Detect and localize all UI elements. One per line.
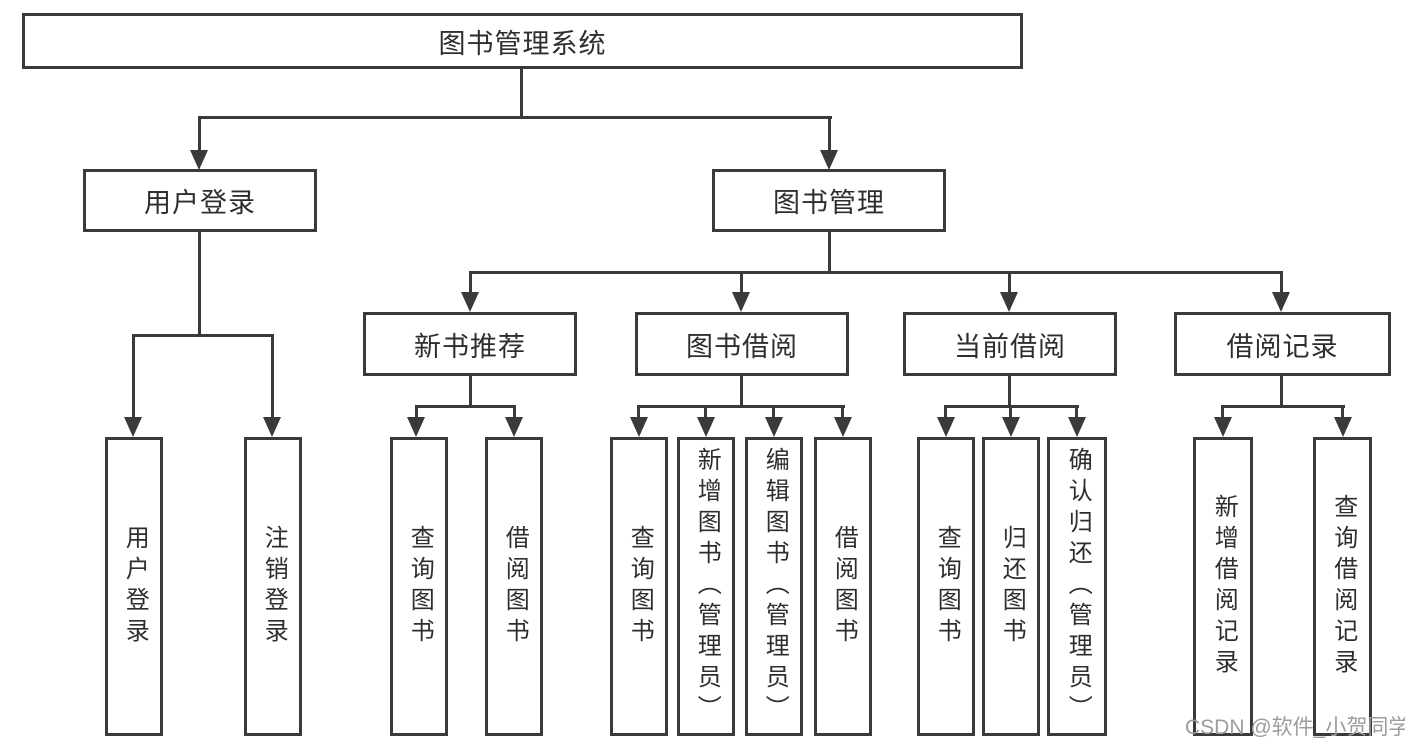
arrowhead-leaf: [1068, 417, 1086, 437]
connector-level2-bar: [198, 116, 832, 119]
connector-section-stem: [740, 376, 743, 408]
connector-section-stem: [1280, 376, 1283, 408]
arrowhead-book-branch: [820, 150, 838, 170]
leaf-current-confirm-admin: 确认归还（管理员）: [1047, 437, 1107, 736]
connector-arrow-shaft: [704, 405, 707, 419]
branch-user-login-node: 用户登录: [83, 169, 317, 232]
connector-level3-bar: [469, 271, 1283, 274]
arrowhead-leaf-logout: [263, 417, 281, 437]
leaf-current-confirm-admin-label: 确认归还（管理员）: [1064, 447, 1092, 726]
leaf-borrow-borrow-label: 借阅图书: [830, 524, 858, 649]
connector-arrow-shaft: [772, 405, 775, 419]
connector-arrow-shaft: [1280, 271, 1283, 294]
leaf-current-return-label: 归还图书: [998, 524, 1026, 649]
arrowhead-leaf: [1214, 417, 1232, 437]
arrowhead-leaf: [1002, 417, 1020, 437]
leaf-user-logout-label: 注销登录: [260, 524, 288, 649]
connector-section-bar: [637, 405, 845, 408]
connector-user-bar: [132, 334, 274, 337]
connector-arrow-shaft: [1221, 405, 1224, 419]
arrowhead-leaf: [697, 417, 715, 437]
leaf-newbooks-query-label: 查询图书: [406, 524, 434, 649]
arrowhead-leaf: [505, 417, 523, 437]
leaf-records-query-label: 查询借阅记录: [1329, 493, 1357, 680]
section-new-books-node: 新书推荐: [363, 312, 577, 376]
arrowhead-leaf-login: [124, 417, 142, 437]
connector-arrow-shaft: [271, 334, 274, 419]
leaf-user-login: 用户登录: [105, 437, 163, 736]
branch-book-mgmt-label: 图书管理: [773, 188, 885, 218]
connector-arrow-shaft: [1008, 271, 1011, 294]
leaf-borrow-borrow: 借阅图书: [814, 437, 872, 736]
root-node-label: 图书管理系统: [438, 28, 607, 59]
leaf-newbooks-query: 查询图书: [390, 437, 448, 736]
arrowhead-section-borrow: [732, 292, 750, 312]
arrowhead-user-branch: [190, 150, 208, 170]
arrowhead-leaf: [630, 417, 648, 437]
arrowhead-leaf: [407, 417, 425, 437]
leaf-borrow-add-admin-label: 新增图书（管理员）: [693, 447, 721, 726]
section-new-books-label: 新书推荐: [414, 331, 526, 362]
leaf-borrow-add-admin: 新增图书（管理员）: [677, 437, 735, 736]
connector-arrow-book-shaft: [828, 116, 831, 152]
leaf-current-query: 查询图书: [917, 437, 975, 736]
connector-arrow-shaft: [637, 405, 640, 419]
connector-arrow-shaft: [944, 405, 947, 419]
leaf-newbooks-borrow-label: 借阅图书: [501, 524, 529, 649]
section-current-label: 当前借阅: [954, 331, 1066, 362]
leaf-borrow-query: 查询图书: [610, 437, 668, 736]
watermark-text: CSDN @软件_小贺同学: [1185, 716, 1405, 739]
connector-section-stem: [1008, 376, 1011, 408]
connector-section-stem: [469, 376, 472, 408]
leaf-current-return: 归还图书: [982, 437, 1040, 736]
root-node: 图书管理系统: [22, 13, 1023, 69]
connector-arrow-shaft: [841, 405, 844, 419]
leaf-borrow-edit-admin: 编辑图书（管理员）: [745, 437, 803, 736]
arrowhead-leaf: [765, 417, 783, 437]
connector-arrow-shaft: [132, 334, 135, 419]
leaf-records-query: 查询借阅记录: [1313, 437, 1372, 736]
leaf-records-add: 新增借阅记录: [1193, 437, 1253, 736]
leaf-newbooks-borrow: 借阅图书: [485, 437, 543, 736]
leaf-borrow-edit-admin-label: 编辑图书（管理员）: [761, 447, 789, 726]
connector-arrow-shaft: [740, 271, 743, 294]
connector-user-stem: [198, 232, 201, 335]
connector-arrow-shaft: [1075, 405, 1078, 419]
connector-arrow-shaft: [1009, 405, 1012, 419]
connector-arrow-shaft: [1341, 405, 1344, 419]
arrowhead-leaf: [834, 417, 852, 437]
branch-book-mgmt-node: 图书管理: [712, 169, 946, 232]
section-records-node: 借阅记录: [1174, 312, 1391, 376]
connector-arrow-shaft: [469, 271, 472, 294]
leaf-user-logout: 注销登录: [244, 437, 302, 736]
section-current-node: 当前借阅: [903, 312, 1117, 376]
leaf-records-add-label: 新增借阅记录: [1210, 493, 1238, 680]
branch-user-login-label: 用户登录: [144, 188, 256, 218]
connector-section-bar: [415, 405, 516, 408]
arrowhead-leaf: [937, 417, 955, 437]
connector-book-stem: [828, 232, 831, 273]
section-borrow-label: 图书借阅: [686, 331, 798, 362]
section-records-label: 借阅记录: [1226, 331, 1339, 362]
leaf-current-query-label: 查询图书: [933, 524, 961, 649]
connector-arrow-shaft: [513, 405, 516, 419]
connector-root-stem: [520, 69, 523, 118]
section-borrow-node: 图书借阅: [635, 312, 849, 376]
arrowhead-section-records: [1272, 292, 1290, 312]
arrowhead-section-current: [1000, 292, 1018, 312]
leaf-borrow-query-label: 查询图书: [626, 524, 654, 649]
arrowhead-leaf: [1334, 417, 1352, 437]
connector-section-bar: [1221, 405, 1345, 408]
connector-arrow-user-shaft: [198, 116, 201, 152]
leaf-user-login-label: 用户登录: [121, 524, 149, 649]
connector-arrow-shaft: [415, 405, 418, 419]
arrowhead-section-new-books: [461, 292, 479, 312]
